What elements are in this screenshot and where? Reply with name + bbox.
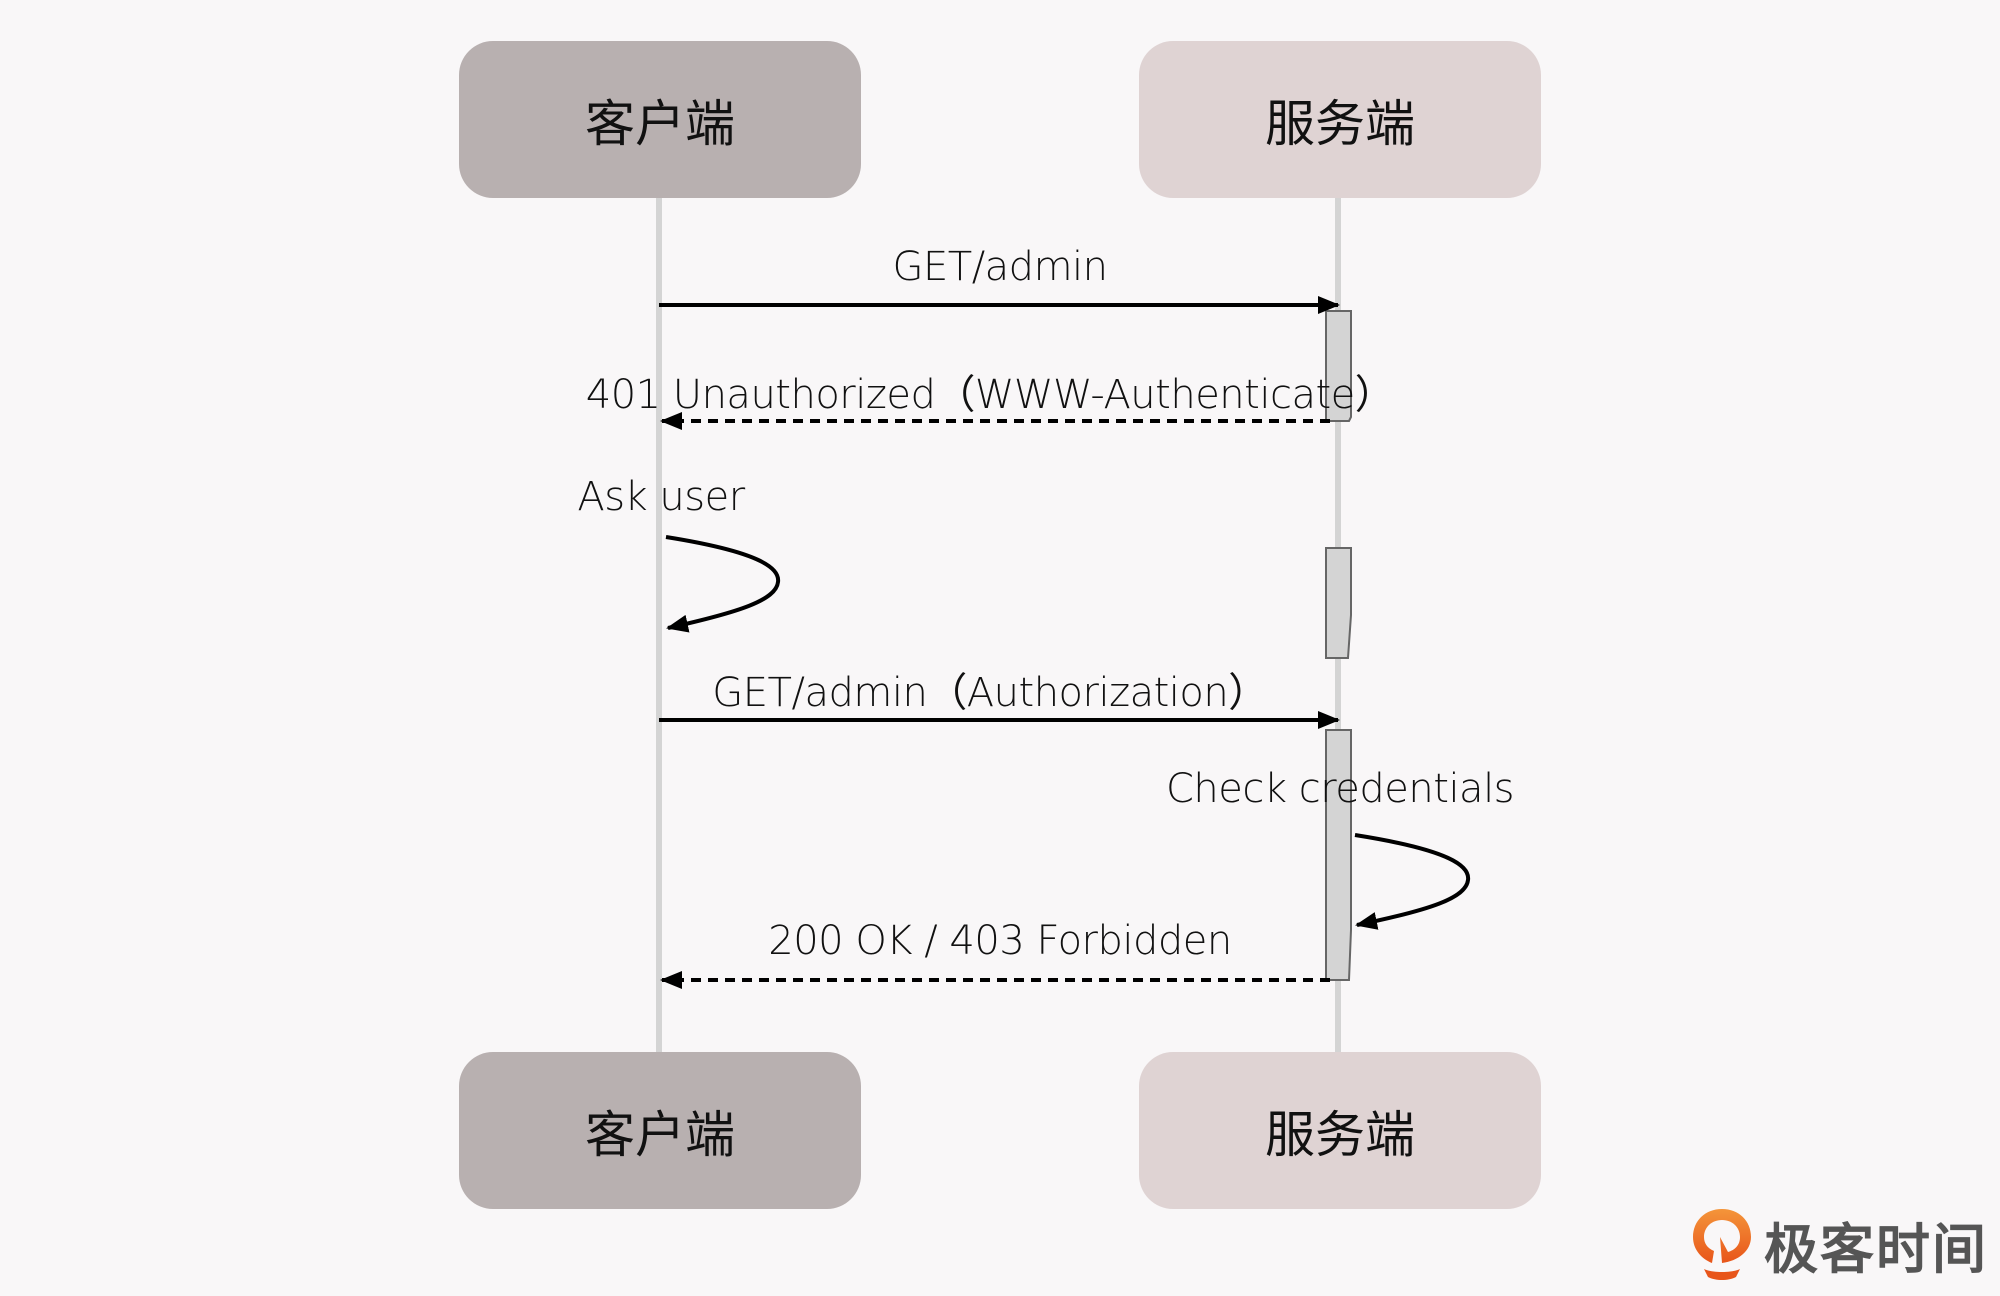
client-lifeline <box>656 198 662 1052</box>
message-label: 200 OK / 403 Forbidden <box>768 918 1232 964</box>
self-loop-arrow <box>665 535 781 633</box>
client-actor-label: 客户端 <box>585 94 735 153</box>
server-actor-top: 服务端 <box>1139 41 1541 198</box>
message-label: GET/admin <box>892 244 1108 290</box>
server-actor-bottom: 服务端 <box>1139 1052 1541 1209</box>
message-label: GET/admin（Authorization） <box>712 670 1268 716</box>
client-actor-top: 客户端 <box>459 41 861 198</box>
brand-name: 极客时间 <box>1764 1218 1988 1281</box>
activation-bar <box>1325 729 1352 981</box>
activation-bar <box>1325 547 1352 659</box>
server-actor-label: 服务端 <box>1265 94 1415 153</box>
brand-logo: 极客时间 <box>1690 1205 1988 1284</box>
self-loop-arrow <box>1354 833 1471 930</box>
client-actor-label: 客户端 <box>585 1105 735 1164</box>
client-actor-bottom: 客户端 <box>459 1052 861 1209</box>
message-label: 401 Unauthorized（WWW-Authenticate） <box>585 372 1395 418</box>
message-label: Ask user <box>577 474 745 520</box>
geektime-logo-icon <box>1693 1208 1751 1280</box>
server-actor-label: 服务端 <box>1265 1105 1415 1164</box>
message-label: Check credentials <box>1165 766 1515 812</box>
